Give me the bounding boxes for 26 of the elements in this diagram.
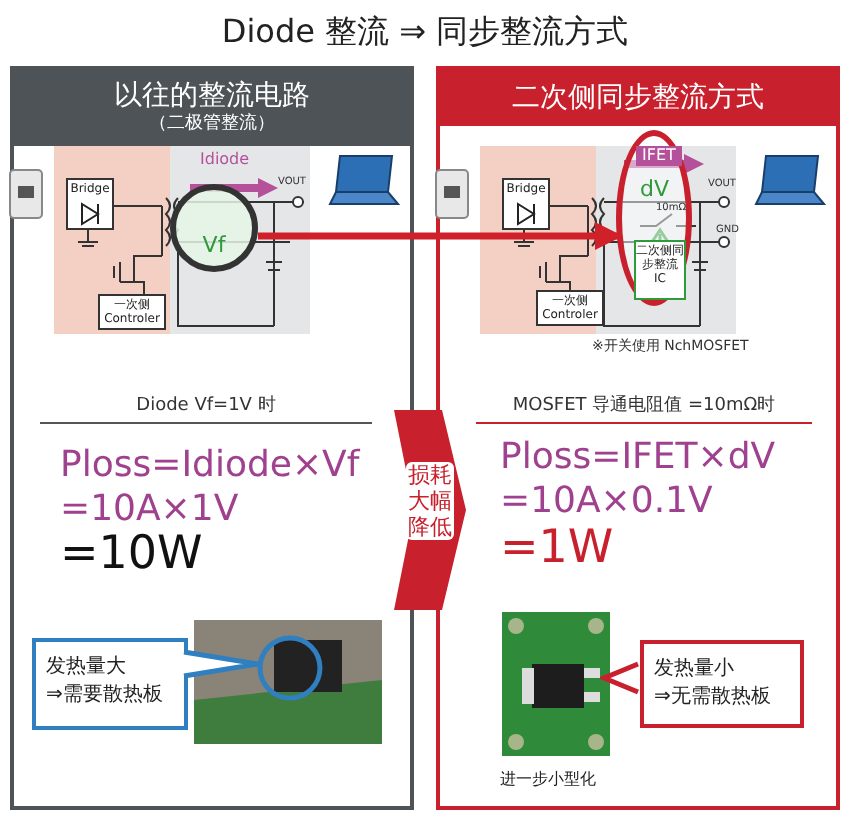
condition-heading: MOSFET 导通电阻值 =10mΩ时 — [476, 396, 812, 424]
callout-text: 发热量小 — [654, 656, 736, 684]
formula-result: =1W — [500, 522, 614, 578]
callout-text: 发热量大 — [46, 654, 128, 682]
highlight-oval — [616, 130, 692, 306]
diagram-title: Diode 整流 ⇒ 同步整流方式 — [219, 12, 631, 54]
circle-label: Vf — [202, 232, 226, 258]
formula-text: Ploss=Idiode×Vf — [60, 444, 360, 488]
caption-text: 进一步小型化 — [500, 770, 596, 790]
panel-title: 以往的整流电路 — [114, 80, 310, 113]
current-label: Idiode — [200, 150, 250, 170]
formula-text: =10A×0.1V — [500, 480, 713, 524]
condition-heading: Diode Vf=1V 时 — [40, 396, 372, 424]
formula-result: =10W — [60, 528, 203, 584]
callout-text: ⇒需要散热板 — [46, 682, 165, 710]
panel-title: 二次侧同步整流方式 — [512, 81, 764, 115]
formula-text: Ploss=IFET×dV — [500, 436, 776, 480]
formula-text: =10A×1V — [60, 488, 239, 532]
arrow — [258, 222, 623, 250]
chevron-arrow — [394, 410, 466, 610]
panel-subtitle: （二极管整流） — [149, 114, 275, 136]
voltage-label: dV — [640, 176, 670, 202]
arrow-label: 损耗大幅降低 — [406, 462, 454, 540]
callout-box — [32, 638, 188, 730]
callout-box — [640, 640, 804, 728]
callout-text: ⇒无需散热板 — [654, 684, 773, 712]
